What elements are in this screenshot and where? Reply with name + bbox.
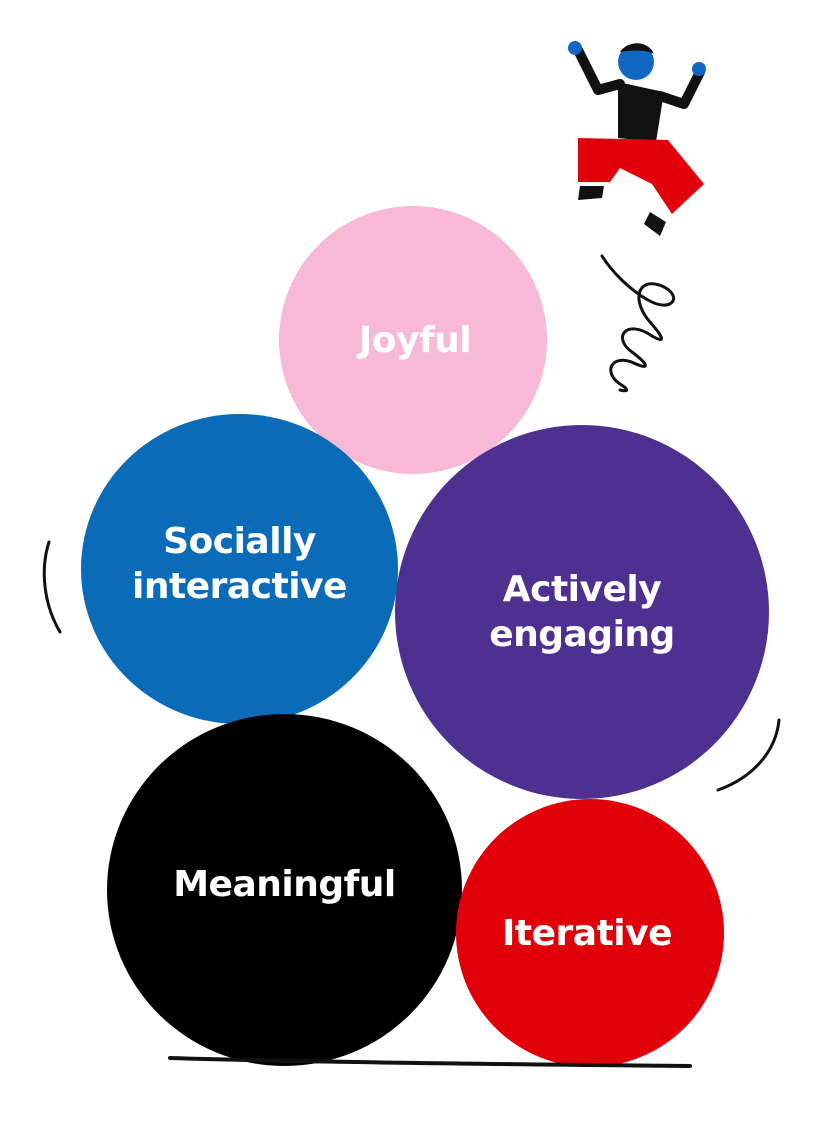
socially-interactive-label: Socially interactive <box>132 521 347 607</box>
actively-engaging-label: Actively engaging <box>489 569 675 655</box>
spring-squiggle <box>600 254 675 393</box>
joyful-circle: Joyful <box>279 206 547 474</box>
iterative-label: Iterative <box>502 912 673 954</box>
right-motion-arc <box>716 718 781 792</box>
actively-engaging-circle: Actively engaging <box>395 425 769 799</box>
joyful-label: Joyful <box>358 319 472 361</box>
left-motion-arc <box>42 540 62 634</box>
socially-interactive-circle: Socially interactive <box>81 414 398 724</box>
iterative-circle: Iterative <box>456 799 724 1067</box>
meaningful-circle: Meaningful <box>107 714 462 1066</box>
jumping-person-icon <box>568 41 706 236</box>
meaningful-label: Meaningful <box>173 863 396 905</box>
